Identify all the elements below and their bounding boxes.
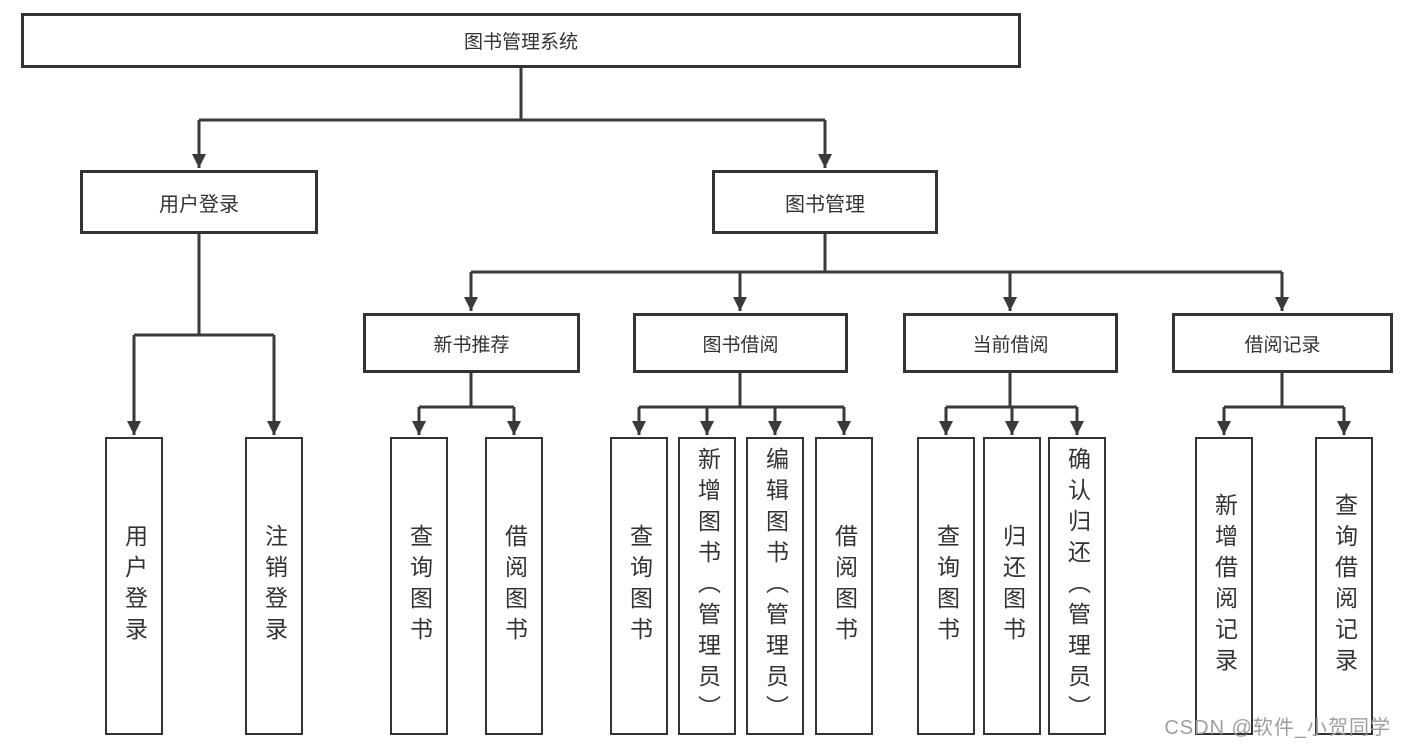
node-book-mgmt-label: 图书管理 [785, 193, 865, 216]
node-leaf-cb-return-label: 归还图书 [999, 524, 1026, 648]
node-leaf-cb-confirm: 确认归还（管理员） [1048, 437, 1106, 735]
node-leaf-user-login: 用户登录 [105, 437, 163, 735]
node-borrow-records: 借阅记录 [1172, 313, 1393, 373]
connector-borrow-records-rail [1224, 373, 1344, 409]
node-leaf-cb-query-label: 查询图书 [933, 524, 960, 648]
node-leaf-logout: 注销登录 [245, 437, 303, 735]
node-leaf-rec-borrow-label: 借阅图书 [501, 524, 528, 648]
node-leaf-bb-add: 新增图书（管理员） [678, 437, 736, 735]
csdn-watermark: CSDN @软件_小贺同学 [1164, 717, 1391, 739]
node-leaf-br-add-label: 新增借阅记录 [1211, 493, 1238, 679]
node-current-borrow: 当前借阅 [903, 313, 1118, 373]
node-leaf-bb-edit-label: 编辑图书（管理员） [762, 446, 789, 726]
node-leaf-cb-return: 归还图书 [983, 437, 1041, 735]
node-leaf-cb-query: 查询图书 [917, 437, 975, 735]
node-new-book-rec: 新书推荐 [363, 313, 580, 373]
node-root: 图书管理系统 [21, 13, 1021, 68]
node-leaf-br-query-label: 查询借阅记录 [1331, 493, 1358, 679]
node-book-borrow-label: 图书借阅 [702, 334, 779, 356]
node-leaf-bb-query-label: 查询图书 [626, 524, 653, 648]
node-leaf-logout-label: 注销登录 [261, 524, 288, 648]
node-leaf-bb-borrow: 借阅图书 [815, 437, 873, 735]
node-book-borrow: 图书借阅 [633, 313, 848, 373]
node-user-login: 用户登录 [80, 170, 318, 234]
connector-current-borrow-rail [946, 373, 1077, 409]
node-book-mgmt: 图书管理 [712, 170, 938, 234]
connector-new-book-rec-rail [419, 373, 514, 409]
node-leaf-bb-add-label: 新增图书（管理员） [694, 446, 721, 726]
node-leaf-bb-edit: 编辑图书（管理员） [746, 437, 804, 735]
node-new-book-rec-label: 新书推荐 [433, 334, 510, 356]
node-leaf-br-query: 查询借阅记录 [1315, 437, 1373, 735]
node-user-login-label: 用户登录 [159, 193, 239, 216]
node-current-borrow-label: 当前借阅 [972, 334, 1049, 356]
connector-root-rail [199, 68, 825, 122]
node-leaf-bb-query: 查询图书 [610, 437, 668, 735]
node-borrow-records-label: 借阅记录 [1244, 334, 1321, 356]
node-leaf-cb-confirm-label: 确认归还（管理员） [1064, 446, 1091, 726]
node-leaf-br-add: 新增借阅记录 [1195, 437, 1253, 735]
node-leaf-user-login-label: 用户登录 [121, 524, 148, 648]
node-root-label: 图书管理系统 [463, 32, 578, 53]
connector-user-login-rail [134, 234, 274, 337]
connector-book-borrow-rail [639, 373, 844, 409]
node-leaf-rec-query: 查询图书 [390, 437, 448, 735]
node-leaf-rec-query-label: 查询图书 [406, 524, 433, 648]
connector-book-mgmt-rail [471, 234, 1282, 274]
node-leaf-bb-borrow-label: 借阅图书 [831, 524, 858, 648]
node-leaf-rec-borrow: 借阅图书 [485, 437, 543, 735]
